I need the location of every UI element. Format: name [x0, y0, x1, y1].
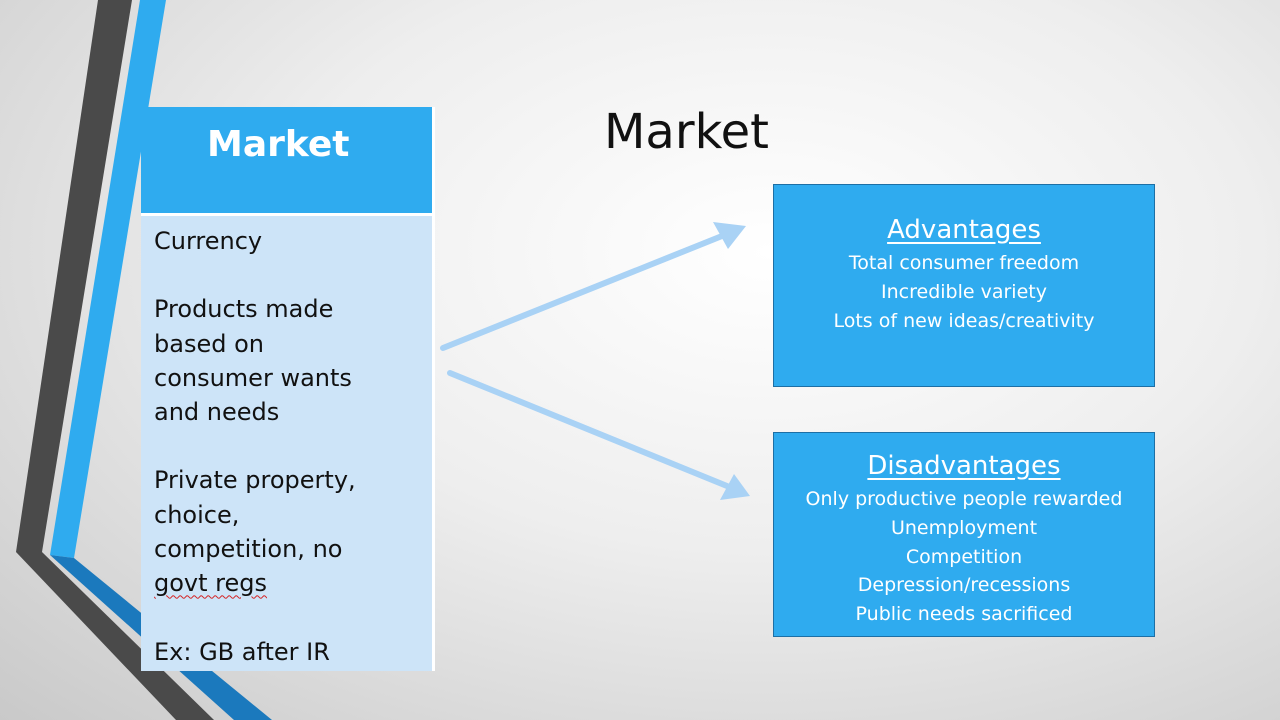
table-line: and needs — [154, 398, 280, 427]
advantages-box: Advantages Total consumer freedom Incred… — [773, 184, 1155, 387]
blue-stripe-top — [50, 0, 166, 558]
dark-stripe-bottom — [16, 552, 214, 720]
table-line: based on — [154, 329, 264, 358]
slide-title: Market — [604, 104, 769, 160]
table-line: govt regs — [154, 569, 268, 598]
disadvantage-item: Depression/recessions — [857, 574, 1071, 597]
advantage-item: Total consumer freedom — [848, 252, 1080, 274]
disadvantage-item: Unemployment — [890, 516, 1038, 539]
disadvantages-box: Disadvantages Only productive people rew… — [773, 432, 1155, 637]
table-line: Currency — [154, 227, 263, 255]
table-line: Ex: GB after IR — [154, 637, 330, 666]
table-line: competition, no — [154, 535, 343, 564]
table-body: Currency Products made based on consumer… — [141, 216, 432, 671]
disadvantages-title: Disadvantages — [867, 451, 1061, 481]
table-header: Market — [141, 107, 432, 216]
dark-stripe-top — [16, 0, 132, 552]
disadvantage-item: Competition — [905, 545, 1023, 568]
table-header-label: Market — [207, 124, 350, 165]
advantage-item: Incredible variety — [881, 280, 1047, 303]
arrow-right-up-head — [713, 222, 746, 249]
disadvantage-item: Public needs sacrificed — [855, 603, 1073, 626]
table-line: choice, — [154, 500, 240, 529]
arrow-right-down-head — [720, 474, 750, 500]
arrow-right-down-icon — [447, 370, 730, 489]
advantages-title: Advantages — [887, 215, 1041, 245]
table-line: Products made — [154, 295, 334, 324]
disadvantage-item: Only productive people rewarded — [805, 488, 1123, 510]
market-summary-table: Market Currency Products made based on c… — [141, 107, 435, 671]
table-line: consumer wants — [154, 363, 352, 392]
advantage-item: Lots of new ideas/creativity — [833, 309, 1095, 332]
table-line: Private property, — [154, 466, 356, 495]
arrow-right-up-icon — [440, 233, 725, 351]
